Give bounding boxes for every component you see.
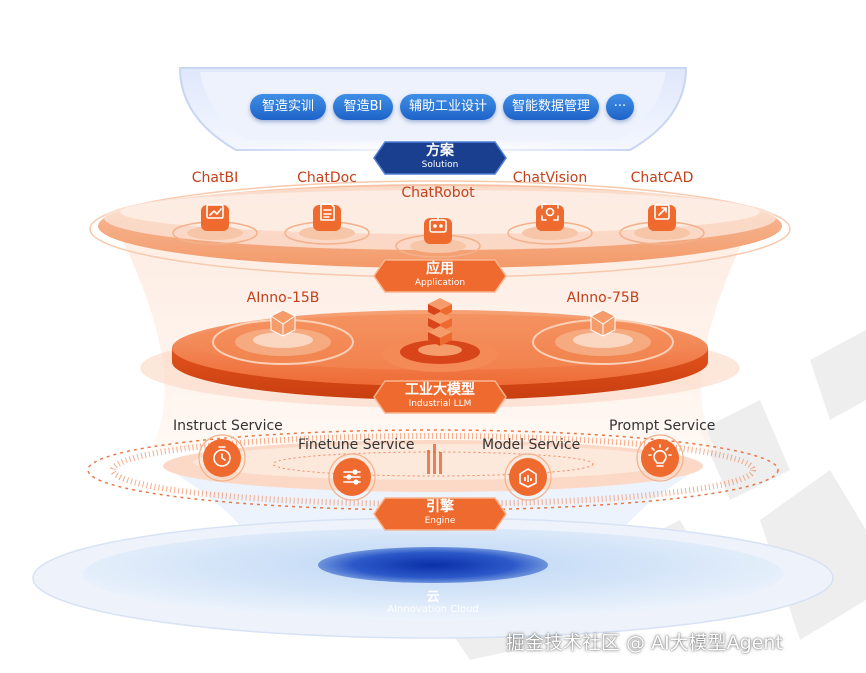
document-icon <box>320 203 335 221</box>
engine-label-finetune: Finetune Service <box>298 437 415 453</box>
stacked-layers-icon <box>428 298 452 346</box>
llm-node-right <box>532 319 674 365</box>
engine-node-prompt <box>636 434 684 482</box>
solution-item-bi: 智造BI <box>333 94 393 120</box>
engine-tag: 引擎 Engine <box>373 497 507 531</box>
application-disc <box>89 180 791 278</box>
cube-icon <box>270 309 296 337</box>
cloud-title: 云 <box>426 590 440 605</box>
application-tag-title: 应用 <box>426 261 454 277</box>
app-label-chatcad: ChatCAD <box>630 170 694 186</box>
engine-label-model: Model Service <box>482 437 581 453</box>
vision-icon <box>541 203 559 221</box>
app-icon-nodes <box>172 205 705 258</box>
llm-label-75b: AInno-75B <box>566 290 640 306</box>
lightbulb-icon <box>648 444 672 467</box>
timer-icon <box>213 446 231 467</box>
app-label-chatvision: ChatVision <box>512 170 588 186</box>
cad-icon <box>654 204 670 220</box>
engine-tag-subtitle: Engine <box>424 516 456 526</box>
llm-tag: 工业大模型 Industrial LLM <box>373 380 507 414</box>
engine-disc <box>87 429 779 511</box>
solution-tag-title: 方案 <box>426 143 454 159</box>
robot-icon <box>429 215 447 233</box>
sliders-icon <box>343 469 361 485</box>
app-label-chatrobot: ChatRobot <box>401 185 475 201</box>
app-label-chatdoc: ChatDoc <box>297 170 357 186</box>
model-box-icon <box>519 468 537 488</box>
cloud-subtitle: AInnovation Cloud <box>387 604 479 615</box>
cloud-disc <box>32 517 834 639</box>
engine-tag-title: 引擎 <box>426 499 454 515</box>
solution-tag: 方案 Solution <box>373 141 507 175</box>
watermark-text: 掘金技术社区 @ AI大模型Agent <box>506 632 783 654</box>
engine-label-prompt: Prompt Service <box>609 418 716 434</box>
cube-icon <box>590 309 616 337</box>
solution-item-design: 辅助工业设计 <box>400 94 496 120</box>
solution-item-data-mgmt: 智能数据管理 <box>503 94 599 120</box>
app-label-chatbi: ChatBI <box>191 170 239 186</box>
llm-tag-title: 工业大模型 <box>405 382 475 398</box>
chart-icon <box>206 204 224 219</box>
solution-item-more: ··· <box>606 94 634 120</box>
llm-tag-subtitle: Industrial LLM <box>408 399 472 409</box>
llm-label-15b: AInno-15B <box>246 290 320 306</box>
engine-label-instruct: Instruct Service <box>173 418 283 434</box>
solution-item-training: 智造实训 <box>250 94 326 120</box>
application-tag-subtitle: Application <box>414 278 466 288</box>
application-tag: 应用 Application <box>373 259 507 293</box>
solution-tag-subtitle: Solution <box>421 160 459 170</box>
llm-core-node <box>382 336 498 372</box>
